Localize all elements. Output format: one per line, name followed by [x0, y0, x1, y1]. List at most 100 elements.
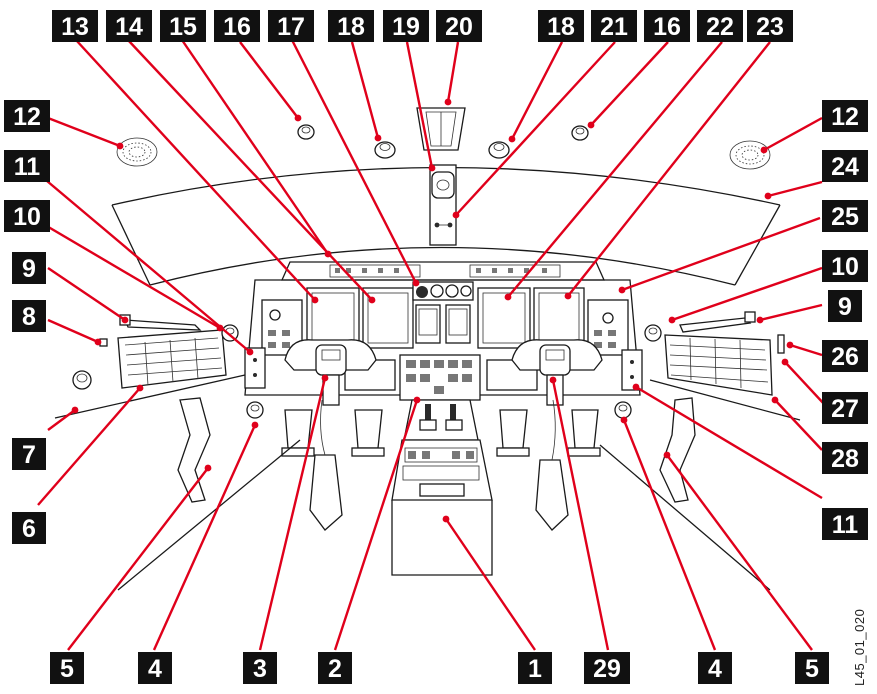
- callout-13: 13: [52, 10, 98, 42]
- side-window-handle-left: [120, 315, 200, 330]
- svg-text:18: 18: [337, 13, 365, 41]
- callout-22: 22: [697, 10, 743, 42]
- callout-18: 18: [538, 10, 584, 42]
- svg-text:9: 9: [22, 255, 36, 283]
- svg-text:22: 22: [706, 13, 734, 41]
- svg-text:16: 16: [653, 13, 681, 41]
- mfd-right: [478, 288, 530, 348]
- callout-24: 24: [822, 150, 868, 182]
- svg-text:9: 9: [838, 293, 852, 321]
- svg-text:20: 20: [445, 13, 473, 41]
- svg-text:25: 25: [831, 203, 859, 231]
- svg-text:10: 10: [831, 253, 859, 281]
- callout-10: 10: [822, 250, 868, 282]
- callout-15: 15: [160, 10, 206, 42]
- callout-9: 9: [828, 290, 862, 322]
- callout-12: 12: [822, 100, 868, 132]
- speaker-grille-right: [730, 141, 770, 169]
- svg-text:11: 11: [832, 511, 859, 539]
- svg-text:7: 7: [22, 441, 36, 469]
- svg-text:28: 28: [831, 445, 859, 473]
- svg-text:15: 15: [169, 13, 197, 41]
- air-vent-right-side: [645, 325, 661, 341]
- svg-text:12: 12: [831, 103, 859, 131]
- callout-14: 14: [106, 10, 152, 42]
- svg-text:12: 12: [13, 103, 41, 131]
- svg-text:8: 8: [22, 303, 36, 331]
- callout-12: 12: [4, 100, 50, 132]
- svg-text:21: 21: [600, 13, 628, 41]
- svg-text:11: 11: [14, 153, 41, 181]
- svg-text:1: 1: [528, 655, 542, 683]
- circuit-breaker-panel-right: [665, 335, 772, 395]
- svg-text:2: 2: [328, 655, 342, 683]
- circuit-breaker-panel-left: [118, 330, 226, 388]
- svg-text:19: 19: [392, 13, 420, 41]
- standby-instruments: [413, 282, 473, 343]
- svg-text:4: 4: [148, 655, 162, 683]
- callout-16: 16: [644, 10, 690, 42]
- callout-4: 4: [138, 652, 172, 684]
- svg-text:6: 6: [22, 515, 36, 543]
- svg-text:3: 3: [253, 655, 267, 683]
- callout-9: 9: [12, 252, 46, 284]
- callout-19: 19: [383, 10, 429, 42]
- cockpit-drawing: [55, 108, 800, 590]
- callout-29: 29: [584, 652, 630, 684]
- overhead-switch: [432, 172, 454, 198]
- callout-11: 11: [822, 508, 868, 540]
- overhead-light-left: [298, 125, 314, 139]
- mini-panel-right: [622, 350, 642, 390]
- svg-text:26: 26: [831, 343, 859, 371]
- callout-5: 5: [795, 652, 829, 684]
- overhead-vent-left: [375, 142, 395, 158]
- callout-2: 2: [318, 652, 352, 684]
- callout-23: 23: [747, 10, 793, 42]
- rudder-pedals-left: [282, 410, 384, 456]
- air-vent-right-floor: [615, 402, 631, 418]
- callout-26: 26: [822, 340, 868, 372]
- svg-text:17: 17: [277, 13, 305, 41]
- fuselage-right-floor: [600, 445, 770, 590]
- callout-18: 18: [328, 10, 374, 42]
- callout-1: 1: [518, 652, 552, 684]
- overhead-vent-right: [489, 142, 509, 158]
- pfd-right: [534, 288, 584, 348]
- figure-reference-code: L45_01_020: [852, 609, 867, 686]
- windshield-right-edge: [735, 205, 780, 285]
- svg-text:18: 18: [547, 13, 575, 41]
- speaker-grille-left: [117, 138, 157, 166]
- callout-11: 11: [4, 150, 50, 182]
- overhead-light-right: [572, 126, 588, 140]
- callout-27: 27: [822, 392, 868, 424]
- svg-text:4: 4: [708, 655, 722, 683]
- callout-7: 7: [12, 438, 46, 470]
- callout-10: 10: [4, 200, 50, 232]
- callout-17: 17: [268, 10, 314, 42]
- callout-21: 21: [591, 10, 637, 42]
- callout-8: 8: [12, 300, 46, 332]
- svg-text:23: 23: [756, 13, 784, 41]
- svg-text:5: 5: [60, 655, 74, 683]
- svg-text:16: 16: [223, 13, 251, 41]
- switch-plate-right: [778, 335, 784, 353]
- windshield-left-edge: [112, 205, 150, 285]
- callout-4: 4: [698, 652, 732, 684]
- air-vent-left-floor: [247, 402, 263, 418]
- callout-3: 3: [243, 652, 277, 684]
- svg-text:14: 14: [115, 13, 143, 41]
- callout-6: 6: [12, 512, 46, 544]
- svg-text:10: 10: [13, 203, 41, 231]
- svg-text:24: 24: [831, 153, 859, 181]
- side-stick-right: [536, 400, 568, 530]
- callout-25: 25: [822, 200, 868, 232]
- callout-5: 5: [50, 652, 84, 684]
- side-window-handle-right: [680, 312, 755, 332]
- air-vent-left-lower: [73, 371, 91, 389]
- svg-text:13: 13: [61, 13, 89, 41]
- callout-20: 20: [436, 10, 482, 42]
- fuselage-left-floor: [118, 440, 300, 590]
- svg-text:27: 27: [831, 395, 859, 423]
- rudder-pedals-right: [497, 410, 600, 456]
